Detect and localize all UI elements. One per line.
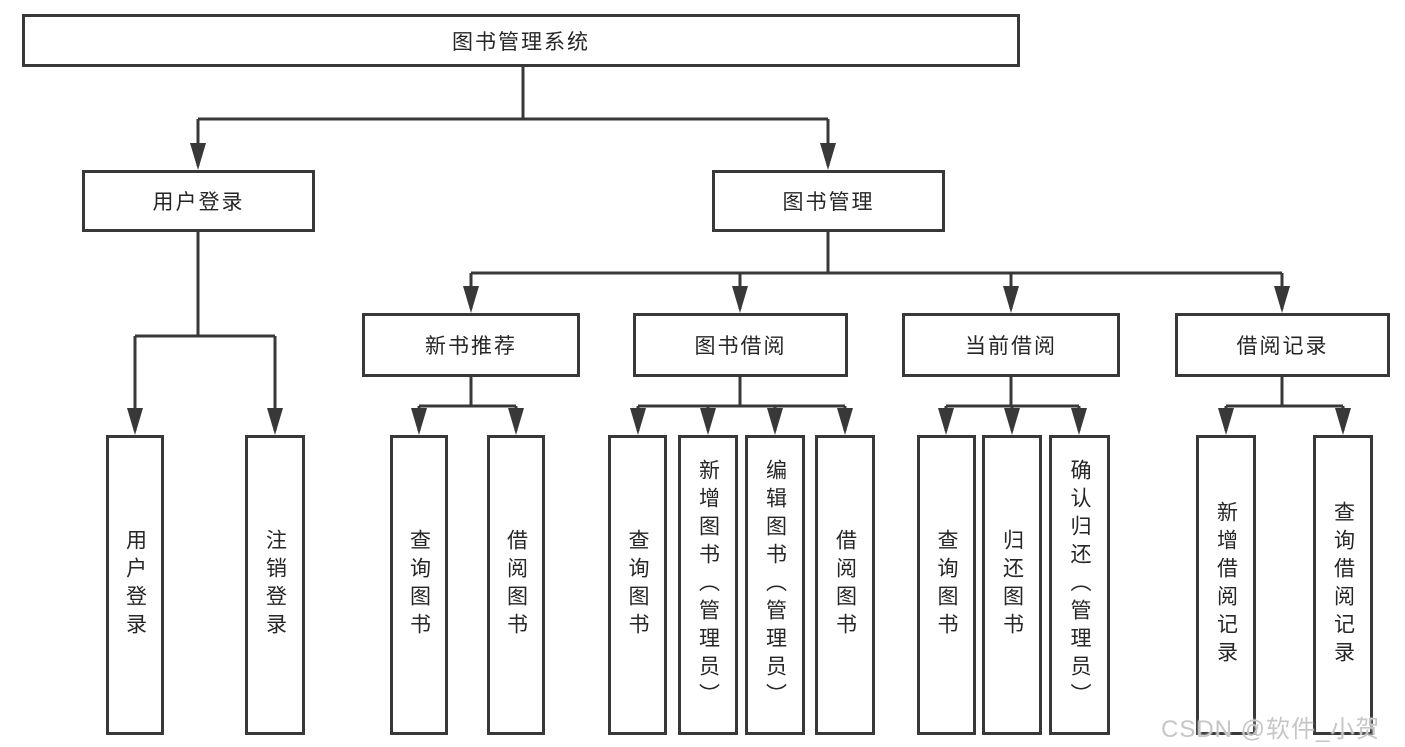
arrow-icon — [938, 408, 954, 435]
node-borrowmod-query-books: 查询图书 — [608, 435, 667, 735]
arrow-icon — [411, 408, 427, 435]
arrow-icon — [1335, 408, 1351, 435]
node-borrowmod-borrow-books: 借阅图书 — [815, 435, 875, 735]
arrow-icon — [1071, 408, 1087, 435]
node-borrowmod-add-books-admin: 新增图书（管理员） — [678, 435, 738, 735]
arrow-icon — [127, 408, 143, 435]
connector-borrow-records — [1224, 377, 1345, 431]
connector-user-login — [133, 232, 277, 431]
arrow-icon — [820, 143, 836, 170]
connector-new-book-recommend — [417, 377, 518, 431]
arrow-icon — [508, 408, 524, 435]
node-current-return-books: 归还图书 — [982, 435, 1042, 735]
arrow-icon — [1003, 286, 1019, 313]
node-logout-leaf: 注销登录 — [245, 435, 305, 735]
node-new-book-recommend: 新书推荐 — [362, 313, 580, 377]
node-newrec-borrow-books: 借阅图书 — [487, 435, 545, 735]
node-records-add-record: 新增借阅记录 — [1196, 435, 1256, 735]
node-newrec-query-books: 查询图书 — [390, 435, 448, 735]
node-user-login: 用户登录 — [82, 170, 315, 232]
node-records-query-record: 查询借阅记录 — [1313, 435, 1373, 735]
arrow-icon — [767, 408, 783, 435]
node-current-confirm-return-admin: 确认归还（管理员） — [1049, 435, 1110, 735]
node-book-borrow: 图书借阅 — [633, 313, 848, 377]
arrow-icon — [630, 408, 646, 435]
arrow-icon — [700, 408, 716, 435]
arrow-icon — [1218, 408, 1234, 435]
connector-current-borrow — [944, 377, 1081, 431]
arrow-icon — [1004, 408, 1020, 435]
node-user-login-leaf: 用户登录 — [106, 435, 164, 735]
connector-root — [196, 67, 830, 166]
node-book-management: 图书管理 — [712, 170, 945, 232]
node-current-query-books: 查询图书 — [917, 435, 976, 735]
connector-book-borrow — [636, 377, 847, 431]
arrow-icon — [1274, 286, 1290, 313]
node-borrow-records: 借阅记录 — [1175, 313, 1390, 377]
node-current-borrow: 当前借阅 — [902, 313, 1120, 377]
connector-book-management — [469, 232, 1284, 309]
node-borrowmod-edit-books-admin: 编辑图书（管理员） — [745, 435, 805, 735]
arrow-icon — [732, 286, 748, 313]
arrow-icon — [463, 286, 479, 313]
arrow-icon — [267, 408, 283, 435]
node-root-system: 图书管理系统 — [22, 14, 1020, 67]
arrow-icon — [190, 143, 206, 170]
arrow-icon — [837, 408, 853, 435]
